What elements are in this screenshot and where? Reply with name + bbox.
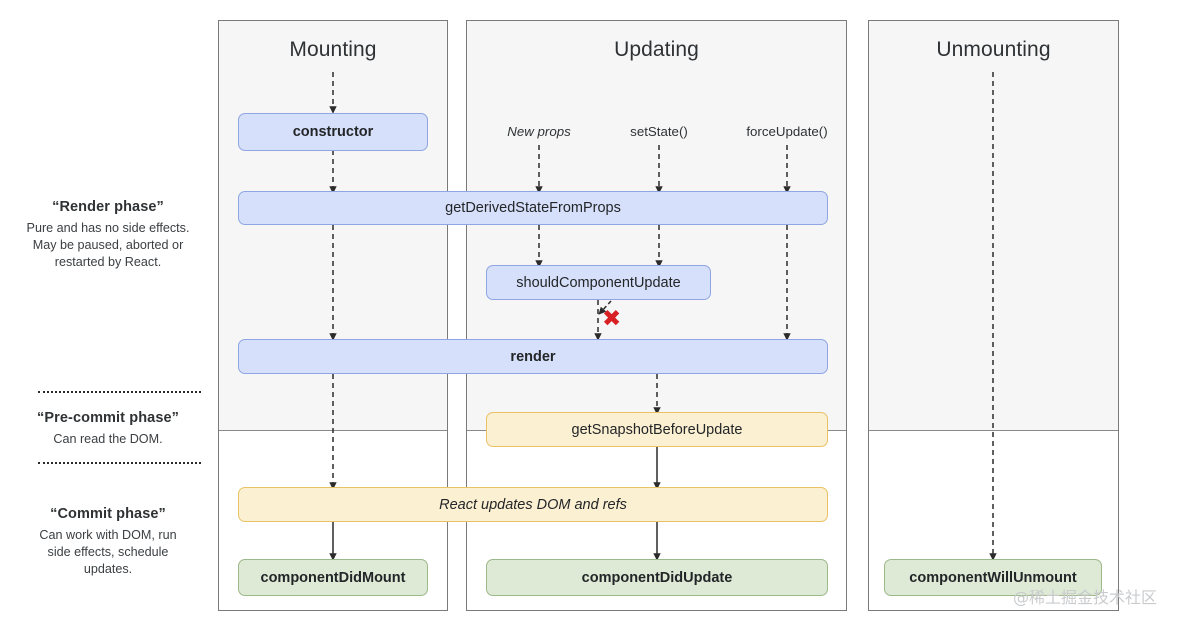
node-should-component-update[interactable]: shouldComponentUpdate bbox=[486, 265, 711, 300]
phase-separator-bottom bbox=[38, 462, 201, 464]
trigger-new-props: New props bbox=[507, 124, 571, 139]
phase-label-render: “Render phase” Pure and has no side effe… bbox=[8, 199, 208, 272]
phase-label-pre-commit: “Pre-commit phase” Can read the DOM. bbox=[8, 410, 208, 448]
column-mounting bbox=[218, 20, 448, 611]
phase-label-pre-commit-title: “Pre-commit phase” bbox=[36, 410, 179, 426]
column-updating bbox=[466, 20, 847, 611]
trigger-force-update: forceUpdate() bbox=[746, 124, 828, 139]
trigger-set-state: setState() bbox=[630, 124, 688, 139]
phase-divider-unmounting bbox=[869, 430, 1118, 431]
column-title-mounting: Mounting bbox=[289, 38, 377, 61]
node-get-derived-state-from-props[interactable]: getDerivedStateFromProps bbox=[238, 191, 828, 225]
phase-label-render-desc: Pure and has no side effects. May be pau… bbox=[26, 221, 190, 270]
column-title-unmounting: Unmounting bbox=[936, 38, 1051, 61]
node-constructor[interactable]: constructor bbox=[238, 113, 428, 151]
watermark: @稀土掘金技术社区 bbox=[1013, 588, 1158, 607]
skip-render-x-icon: ✖ bbox=[602, 305, 622, 331]
column-title-updating: Updating bbox=[614, 38, 699, 61]
phase-label-commit-desc: Can work with DOM, run side effects, sch… bbox=[39, 528, 177, 577]
phase-label-commit-title: “Commit phase” bbox=[50, 506, 166, 522]
node-component-did-mount[interactable]: componentDidMount bbox=[238, 559, 428, 596]
phase-label-commit: “Commit phase” Can work with DOM, run si… bbox=[8, 506, 208, 579]
column-unmounting bbox=[868, 20, 1119, 611]
phase-separator-top bbox=[38, 391, 201, 393]
node-get-snapshot-before-update[interactable]: getSnapshotBeforeUpdate bbox=[486, 412, 828, 447]
node-react-updates-dom-and-refs[interactable]: React updates DOM and refs bbox=[238, 487, 828, 522]
node-component-will-unmount[interactable]: componentWillUnmount bbox=[884, 559, 1102, 596]
node-render[interactable]: render bbox=[238, 339, 828, 374]
phase-label-pre-commit-desc: Can read the DOM. bbox=[53, 432, 163, 446]
phase-label-render-title: “Render phase” bbox=[52, 199, 164, 215]
node-component-did-update[interactable]: componentDidUpdate bbox=[486, 559, 828, 596]
